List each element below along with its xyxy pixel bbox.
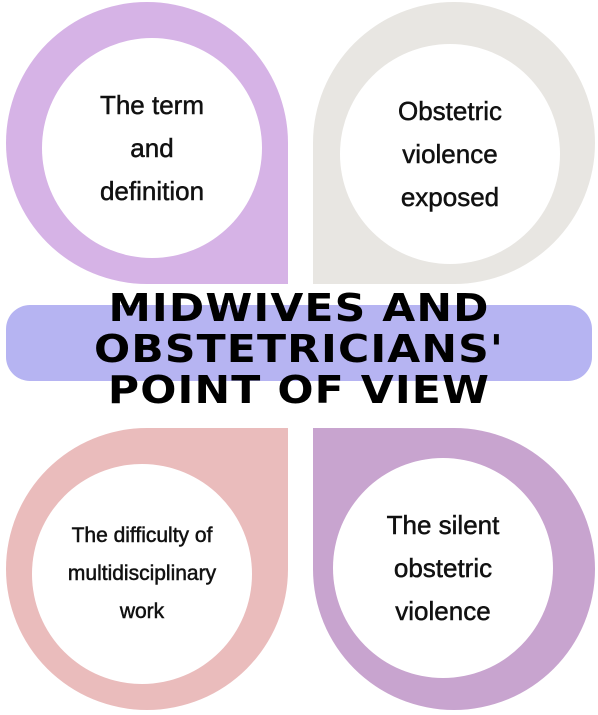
circle-bottom-right: The silent obstetric violence	[333, 458, 553, 678]
circle-top-left: The term and definition	[42, 38, 262, 258]
label-term-definition: The term and definition	[99, 89, 205, 206]
label-silent-obstetric-violence: The silent obstetric violence	[386, 509, 500, 626]
label-obstetric-violence-exposed: Obstetric violence exposed	[397, 95, 503, 212]
label-multidisciplinary-work: The difficulty of multidisciplinary work	[67, 524, 217, 624]
title-banner	[6, 305, 592, 381]
diagram-title: MIDWIVES AND OBSTETRICIANS' POINT OF VIE…	[93, 286, 504, 412]
circle-bottom-left: The difficulty of multidisciplinary work	[32, 464, 252, 684]
circle-top-right: Obstetric violence exposed	[340, 44, 560, 264]
